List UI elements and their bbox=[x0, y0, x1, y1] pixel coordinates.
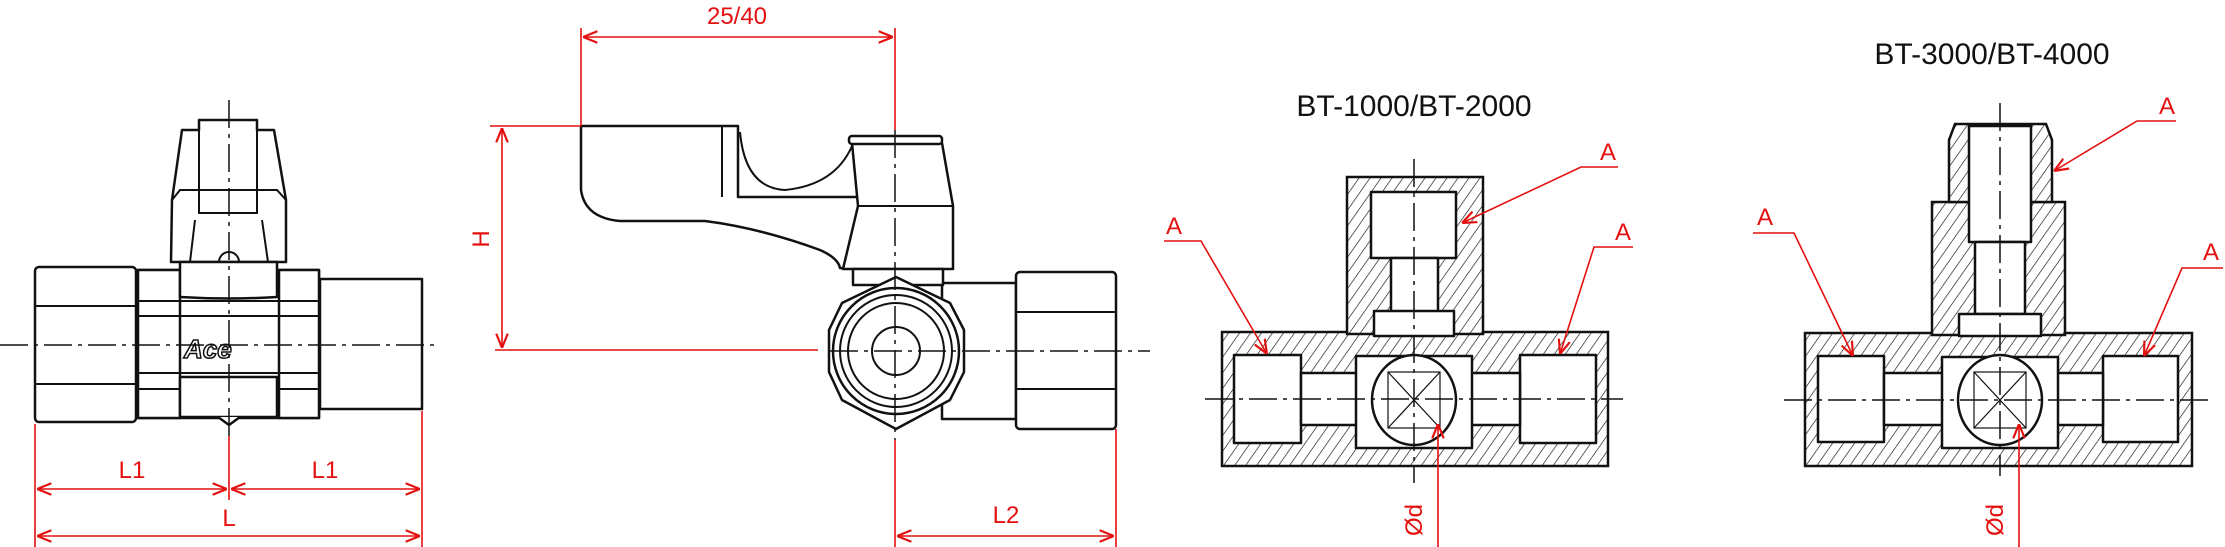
callouts: A A A Ød bbox=[1164, 139, 1633, 547]
label-a-top: A bbox=[2159, 93, 2175, 120]
dim-l2: L2 bbox=[993, 502, 1020, 529]
dim-bore: Ød bbox=[1401, 504, 1428, 536]
dim-h: H bbox=[468, 230, 495, 247]
lever-handle bbox=[579, 124, 868, 271]
ace-logo: Ace bbox=[183, 334, 232, 364]
dim-handle-reach: 25/40 bbox=[707, 3, 767, 30]
label-a-left: A bbox=[1757, 204, 1773, 231]
side-view: 25/40 H L2 bbox=[468, 3, 1150, 547]
label-a-left: A bbox=[1166, 213, 1182, 240]
dim-l1-left: L1 bbox=[119, 457, 146, 484]
section-title: BT-1000/BT-2000 bbox=[1296, 90, 1531, 123]
front-view: Ace L1 L1 L bbox=[0, 100, 440, 547]
label-a-right: A bbox=[1615, 219, 1631, 246]
section-title: BT-3000/BT-4000 bbox=[1874, 38, 2109, 71]
dim-l1-right: L1 bbox=[312, 457, 339, 484]
label-a-top: A bbox=[1600, 139, 1616, 166]
side-dimensions: 25/40 H L2 bbox=[468, 3, 1117, 547]
dim-l: L bbox=[222, 505, 235, 532]
stem-cap bbox=[841, 134, 955, 271]
section-bt3000-bt4000: BT-3000/BT-4000 A A A Ød bbox=[1753, 38, 2223, 547]
label-a-right: A bbox=[2203, 239, 2219, 266]
front-dimensions: L1 L1 L bbox=[34, 411, 423, 547]
dim-bore: Ød bbox=[1982, 504, 2009, 536]
section-bt1000-bt2000: BT-1000/BT-2000 A A A Ød bbox=[1164, 90, 1633, 547]
callouts: A A A Ød bbox=[1753, 93, 2223, 547]
right-stub bbox=[318, 277, 424, 411]
